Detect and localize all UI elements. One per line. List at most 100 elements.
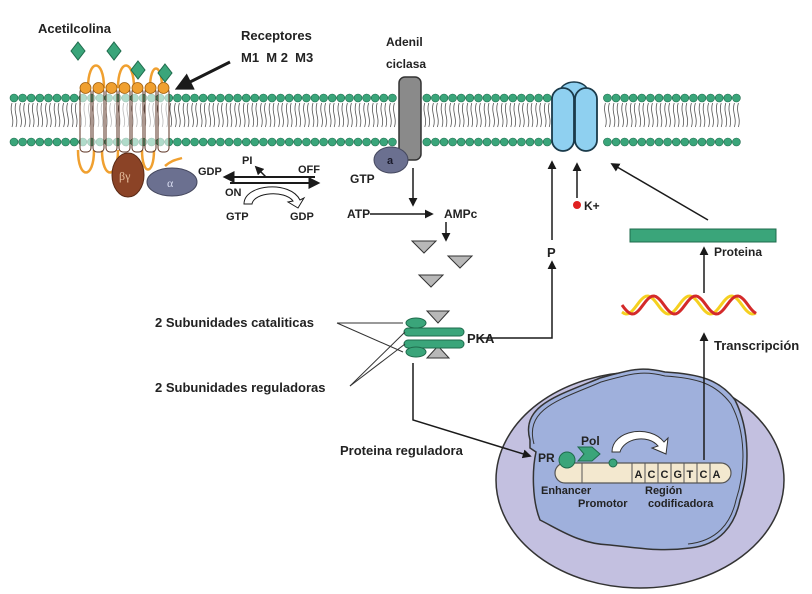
lipid-head-inner [637, 137, 647, 147]
transmembrane-helix [131, 87, 144, 153]
lipid-head-inner [224, 137, 234, 147]
nucleus [527, 368, 748, 551]
lipid-tail [483, 102, 491, 128]
ligand-diamond [70, 41, 86, 61]
lipid-head-outer [35, 93, 45, 103]
alpha-a-label: a [387, 155, 394, 167]
lipid-head-inner [654, 137, 664, 147]
g-alpha-active [373, 146, 409, 174]
gtp-ac-label: GTP [350, 172, 375, 186]
lipid-tail [45, 102, 52, 128]
lipid-head-outer [611, 93, 621, 103]
catalytic-leader [336, 322, 404, 353]
lipid-head-outer [422, 93, 432, 103]
alpha-label: α [167, 176, 174, 190]
lipid-tail [199, 102, 207, 128]
beta-gamma-label: βγ [119, 169, 131, 183]
lipid-tail [303, 102, 310, 128]
transmembrane-helix [79, 87, 92, 153]
lipid-tail [629, 102, 637, 128]
gtp-label: GTP [226, 211, 249, 223]
pka-complex [403, 310, 465, 359]
lipid-head-inner [448, 137, 457, 147]
lipid-tail [518, 102, 525, 128]
lipid-head-outer [310, 93, 320, 103]
lipid-head-inner [26, 137, 36, 147]
lipid-head-outer [431, 93, 440, 103]
lipid-head-outer [671, 93, 681, 103]
lipid-head-inner [353, 137, 363, 147]
lipid-tail [526, 102, 534, 128]
lipid-tail [492, 102, 499, 128]
lipid-tail [191, 102, 198, 128]
lipid-head-inner [52, 137, 62, 147]
enhancer-label: Enhancer [541, 485, 592, 497]
transmembrane-helix [105, 87, 118, 153]
lipid-tail [655, 102, 663, 128]
catalytic-subunits-label: 2 Subunidades cataliticas [155, 315, 314, 330]
lipid-head-inner [267, 137, 277, 147]
receptor-subtypes-label: M1 M 2 M3 [241, 50, 313, 65]
lipid-tail [294, 102, 302, 128]
receptors-label: Receptores [241, 28, 312, 43]
dna-base: C [648, 469, 656, 481]
lipid-tail [440, 102, 448, 128]
lipid-tail [604, 102, 611, 128]
lipid-head-inner [525, 137, 535, 147]
lipid-head-outer [267, 93, 277, 103]
adenylyl-cyclase [398, 76, 422, 161]
lipid-tail [681, 102, 689, 128]
lipid-head-outer [499, 93, 509, 103]
lipid-head-inner [388, 137, 397, 147]
dna-base: C [661, 469, 669, 481]
lipid-head-inner [310, 137, 320, 147]
lipid-head-inner [732, 137, 741, 147]
promoter-label: Promotor [578, 498, 628, 510]
lipid-tail [535, 102, 542, 128]
gdp-label: GDP [198, 166, 222, 178]
lipid-head-outer [362, 93, 371, 103]
lipid-tail [733, 102, 740, 128]
lipid-head-inner [508, 137, 518, 147]
lipid-head-outer [628, 93, 638, 103]
lipid-head-outer [26, 93, 36, 103]
lipid-head-outer [198, 93, 208, 103]
adenylyl-label: Adenil [386, 35, 423, 49]
coding-region-label-line1: Región [645, 485, 683, 497]
lipid-head-inner [207, 137, 217, 147]
lipid-head-outer [61, 93, 70, 103]
lipid-head-outer [646, 93, 655, 103]
lipid-head-outer [207, 93, 217, 103]
lipid-head-outer [714, 93, 724, 103]
gtp-gdp-exchange-arrow [243, 186, 306, 209]
lipid-head-inner [345, 137, 354, 147]
channel-subunit-left [551, 87, 575, 152]
lipid-head-inner [61, 137, 70, 147]
dna-base: C [700, 469, 708, 481]
lipid-tail [217, 102, 224, 128]
lipid-head-outer [241, 93, 251, 103]
lipid-head-inner [680, 137, 690, 147]
transcription-label: Transcripción [714, 338, 799, 353]
lipid-head-outer [680, 93, 690, 103]
lipid-tail [672, 102, 680, 128]
ligand-diamond [130, 60, 146, 80]
lipid-head-inner [439, 137, 449, 147]
lipid-head-outer [353, 93, 363, 103]
pr-label: PR [538, 451, 555, 465]
camp-triangle [417, 274, 445, 288]
lipid-head-outer [525, 93, 535, 103]
lipid-head-outer [603, 93, 612, 103]
protein-label: Proteina [714, 245, 762, 259]
lipid-head-inner [534, 137, 543, 147]
dna-base: A [635, 469, 643, 481]
lipid-tail [647, 102, 654, 128]
lipid-tail [251, 102, 259, 128]
lipid-tail [466, 102, 474, 128]
lipid-tail [715, 102, 723, 128]
lipid-head-outer [52, 93, 62, 103]
lipid-tail [449, 102, 456, 128]
lipid-head-outer [620, 93, 629, 103]
lipid-tail [36, 102, 44, 128]
lipid-head-inner [302, 137, 311, 147]
